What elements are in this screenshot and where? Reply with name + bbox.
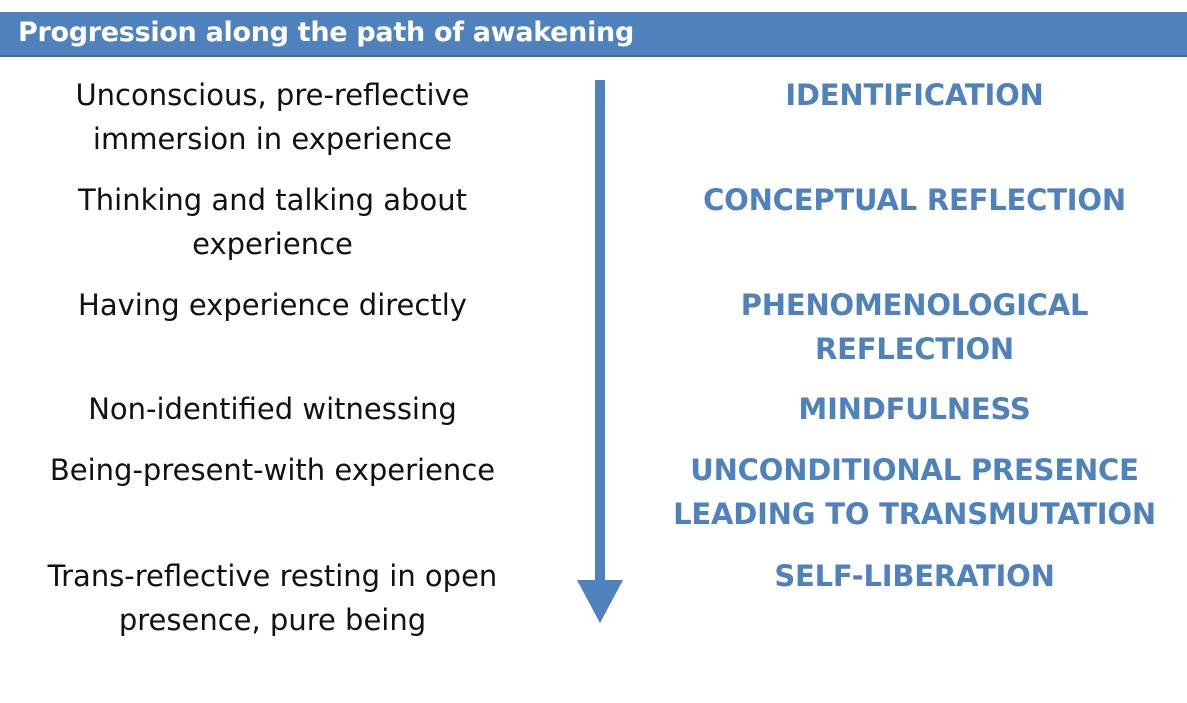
stage-description-line: Thinking and talking about — [78, 183, 467, 217]
stage-description: Unconscious, pre-reflective immersion in… — [20, 73, 525, 161]
header-bar: Progression along the path of awakening — [0, 12, 1187, 57]
stage-label: UNCONDITIONAL PRESENCE LEADING TO TRANSM… — [652, 448, 1177, 536]
stage-label-line: LEADING TO TRANSMUTATION — [673, 497, 1156, 531]
stage-label-line: MINDFULNESS — [798, 392, 1031, 426]
stage-description: Trans-reflective resting in open presenc… — [20, 554, 525, 642]
stage-label-line: CONCEPTUAL REFLECTION — [703, 183, 1126, 217]
stage-description-line: immersion in experience — [92, 122, 453, 156]
stage-description-line: experience — [192, 227, 353, 261]
stage-label-line: IDENTIFICATION — [785, 78, 1044, 112]
stage-label: PHENOMENOLOGICAL REFLECTION — [652, 283, 1177, 371]
stage-description: Having experience directly — [20, 283, 525, 327]
stage-description: Non-identified witnessing — [20, 387, 525, 431]
stage-label-line: UNCONDITIONAL PRESENCE — [690, 453, 1139, 487]
stage-label: MINDFULNESS — [652, 387, 1177, 431]
progression-arrow — [577, 80, 623, 623]
stage-label-line: PHENOMENOLOGICAL — [740, 288, 1089, 322]
stage-description: Thinking and talking about experience — [20, 178, 525, 266]
arrow-head — [577, 580, 623, 623]
stage-label-line: REFLECTION — [814, 332, 1015, 366]
arrow-shaft — [595, 80, 605, 585]
stage-label-line: SELF-LIBERATION — [774, 559, 1055, 593]
stage-label: IDENTIFICATION — [652, 73, 1177, 117]
stage-description-line: Trans-reflective resting in open — [47, 559, 498, 593]
stage-description-line: Being-present-with experience — [49, 453, 496, 487]
stage-description-line: Non-identified witnessing — [88, 392, 457, 426]
stage-label: SELF-LIBERATION — [652, 554, 1177, 598]
stage-description: Being-present-with experience — [20, 448, 525, 492]
stage-label: CONCEPTUAL REFLECTION — [652, 178, 1177, 222]
stage-description-line: Having experience directly — [78, 288, 467, 322]
page-title: Progression along the path of awakening — [18, 17, 635, 48]
stage-description-line: Unconscious, pre-reflective — [75, 78, 470, 112]
stage-description-line: presence, pure being — [118, 603, 427, 637]
